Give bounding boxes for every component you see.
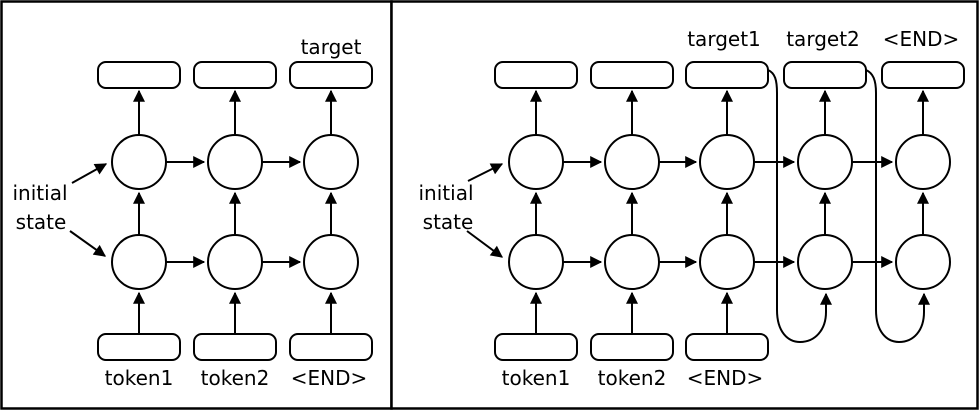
- rnn-cell: [303, 234, 359, 290]
- rnn-cell: [207, 234, 263, 290]
- rnn-cell: [797, 234, 853, 290]
- token2-label: token2: [598, 366, 667, 390]
- output-box: [494, 61, 578, 89]
- feedback-arrow-output3-to-input4: [767, 69, 832, 344]
- output-box: [193, 61, 277, 89]
- rnn-cell: [895, 234, 951, 290]
- input-box: [494, 333, 578, 361]
- input-box: [685, 333, 769, 361]
- rnn-cell: [207, 134, 263, 190]
- arrow-initial-state-top: [467, 163, 504, 182]
- end-bottom-label: <END>: [687, 366, 764, 390]
- rnn-cell: [604, 234, 660, 290]
- arrow-initial-state-bottom: [69, 230, 106, 257]
- input-box: [193, 333, 277, 361]
- end-label: <END>: [291, 366, 368, 390]
- initial-state-label-line2: state: [423, 210, 474, 234]
- target-label: target: [301, 35, 362, 59]
- end-top-label: <END>: [883, 27, 960, 51]
- input-box: [97, 333, 181, 361]
- input-box: [289, 333, 373, 361]
- token1-label: token1: [105, 366, 174, 390]
- target2-label: target2: [786, 27, 860, 51]
- rnn-cell: [604, 134, 660, 190]
- left-panel: target token1 token2 <END> initial state: [0, 0, 393, 410]
- rnn-cell: [508, 134, 564, 190]
- output-box: [289, 61, 373, 89]
- arrow-initial-state-bottom: [466, 230, 503, 258]
- token1-label: token1: [502, 366, 571, 390]
- rnn-cell: [797, 134, 853, 190]
- target1-label: target1: [687, 27, 761, 51]
- arrow-initial-state-top: [71, 163, 108, 184]
- right-panel: target1 target2 <END> token1 token2 <END…: [390, 0, 979, 410]
- rnn-cell: [699, 134, 755, 190]
- rnn-cell: [895, 134, 951, 190]
- token2-label: token2: [201, 366, 270, 390]
- rnn-cell: [111, 234, 167, 290]
- output-box: [97, 61, 181, 89]
- rnn-cell: [508, 234, 564, 290]
- output-box: [590, 61, 674, 89]
- rnn-cell: [111, 134, 167, 190]
- rnn-cell: [699, 234, 755, 290]
- right-panel-border: [390, 0, 979, 410]
- initial-state-label-line1: initial: [419, 181, 474, 205]
- output-box: [783, 61, 867, 89]
- output-box: [881, 61, 965, 89]
- feedback-arrow-output4-to-input5: [865, 69, 930, 344]
- output-box: [685, 61, 769, 89]
- initial-state-label-line1: initial: [13, 181, 68, 205]
- rnn-cell: [303, 134, 359, 190]
- initial-state-label-line2: state: [16, 210, 67, 234]
- input-box: [590, 333, 674, 361]
